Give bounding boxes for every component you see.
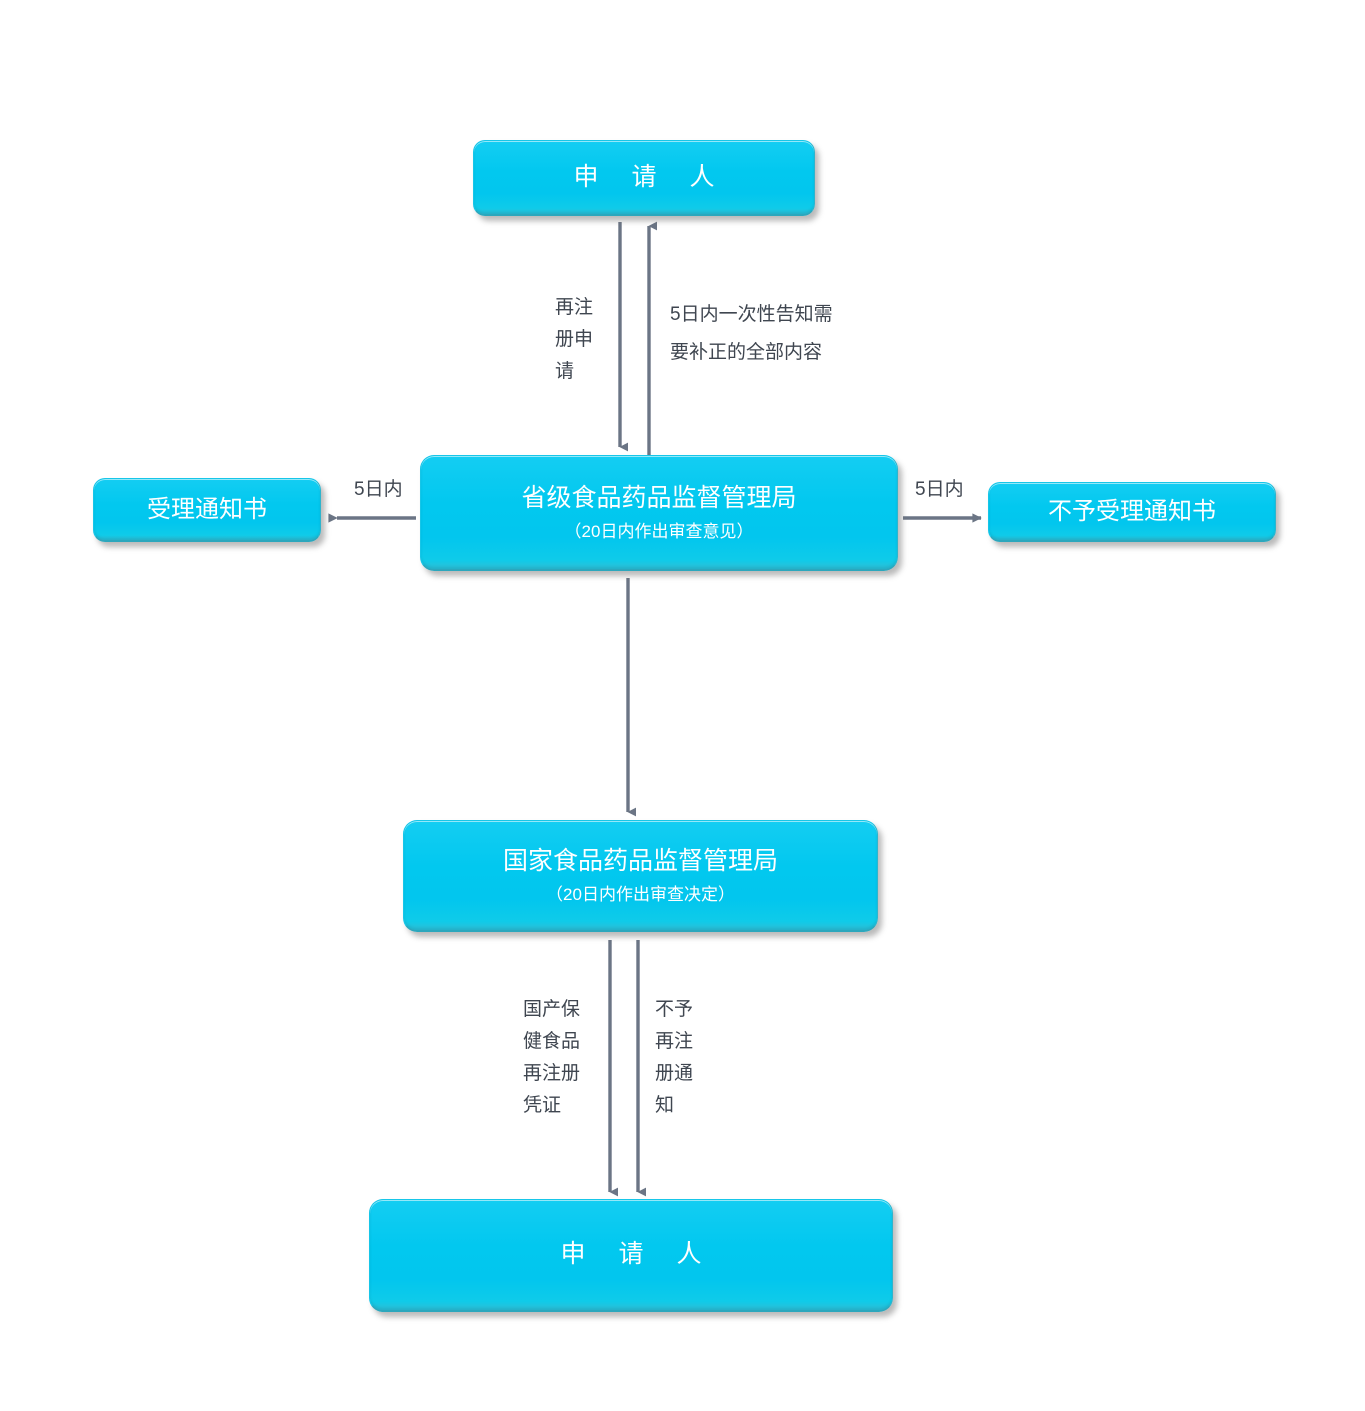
node-national-bureau[interactable]: 国家食品药品监督管理局 （20日内作出审查决定） (403, 820, 878, 932)
node-acceptance-notice[interactable]: 受理通知书 (93, 478, 321, 542)
node-rejection-notice-title: 不予受理通知书 (1048, 497, 1216, 525)
node-acceptance-notice-title: 受理通知书 (147, 495, 267, 523)
edge-label-notify-within-5-days: 5日内一次性告知需 要补正的全部内容 (670, 304, 833, 363)
node-rejection-notice[interactable]: 不予受理通知书 (988, 482, 1276, 542)
node-national-bureau-subtitle: （20日内作出审查决定） (546, 885, 735, 904)
node-applicant-top-title: 申 请 人 (573, 162, 728, 191)
node-provincial-bureau-subtitle: （20日内作出审查意见） (564, 522, 754, 541)
edge-label-five-days-right: 5日内 (915, 479, 964, 500)
edge-label-five-days-left: 5日内 (354, 479, 403, 500)
node-provincial-bureau-title: 省级食品药品监督管理局 (521, 483, 797, 512)
node-provincial-bureau[interactable]: 省级食品药品监督管理局 （20日内作出审查意见） (420, 455, 898, 571)
node-national-bureau-title: 国家食品药品监督管理局 (502, 846, 778, 875)
edge-label-reapply: 再注 册申 请 (555, 297, 594, 382)
node-applicant-top[interactable]: 申 请 人 (473, 140, 815, 216)
edge-label-domestic-certificate: 国产保 健食品 再注册 凭证 (523, 999, 581, 1116)
edge-label-refuse-reregistration-notice: 不予 再注 册通 知 (655, 999, 694, 1116)
node-applicant-bottom[interactable]: 申 请 人 (369, 1199, 893, 1312)
node-applicant-bottom-title: 申 请 人 (560, 1240, 715, 1269)
